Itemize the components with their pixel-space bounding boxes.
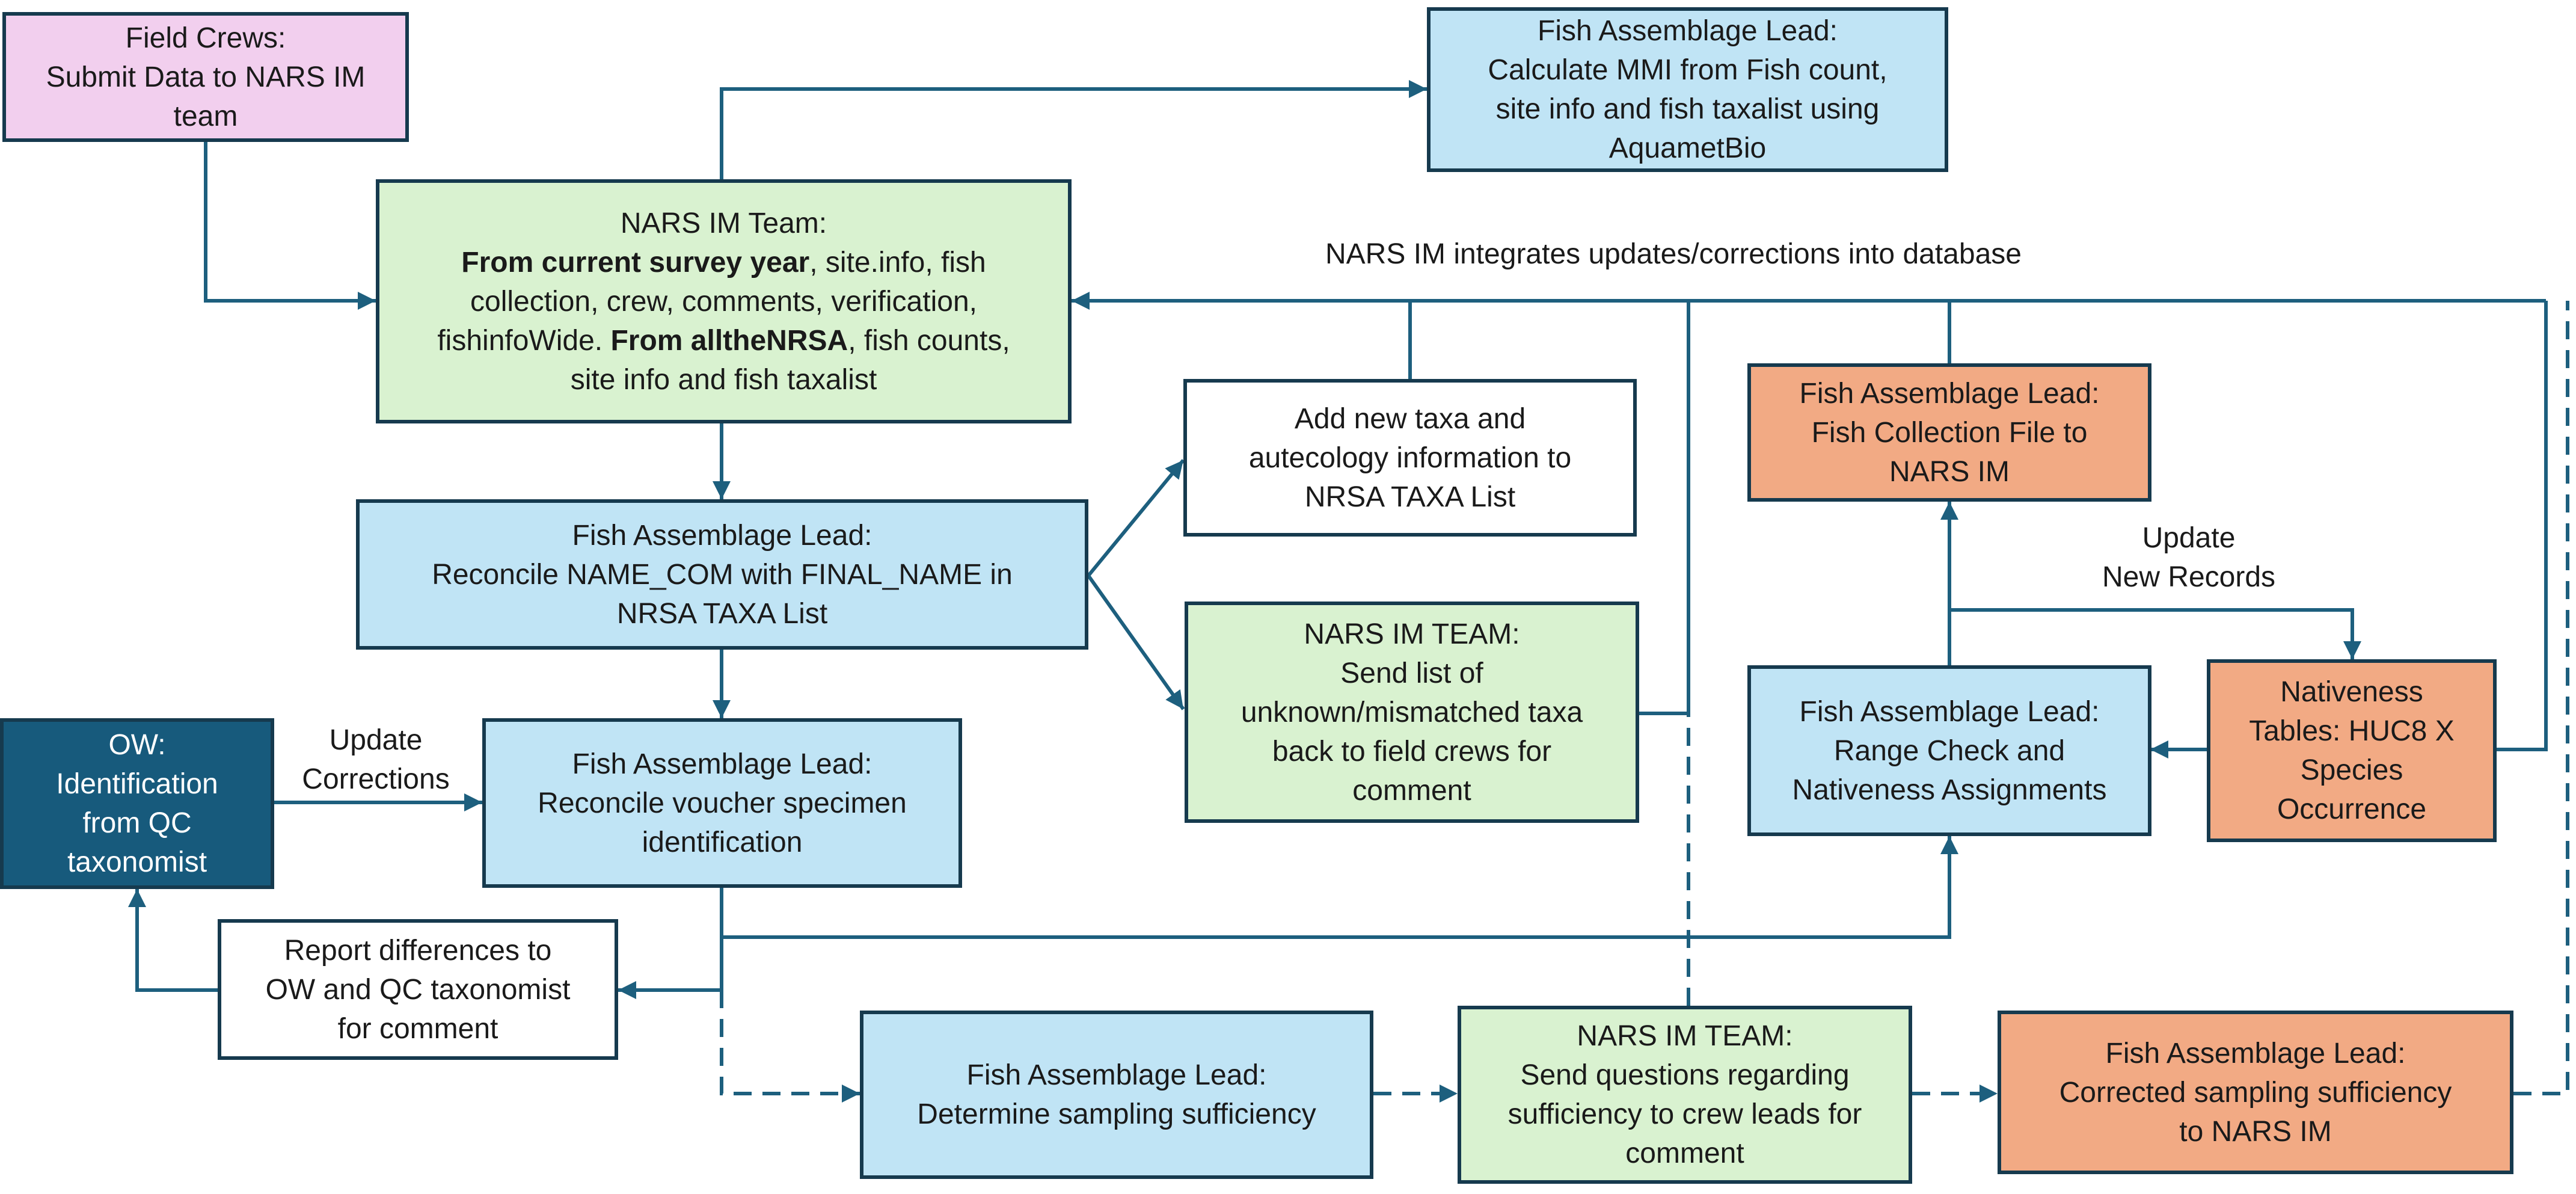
sufficiency-line-2: Determine sampling sufficiency [917, 1098, 1316, 1130]
report-line-3: for comment [337, 1012, 498, 1045]
integrates-label: NARS IM integrates updates/corrections i… [1325, 238, 2022, 270]
corrected-line-1: Fish Assemblage Lead: [2105, 1037, 2406, 1069]
reconcile-voucher-box: Fish Assemblage Lead: Reconcile voucher … [482, 718, 962, 888]
range-check-box: Fish Assemblage Lead: Range Check and Na… [1747, 665, 2151, 836]
im-team-bold-current-year: From current survey year [461, 246, 810, 278]
calc-mmi-line-4: AquametBio [1608, 132, 1767, 164]
connector-corrected-to-integrates-dashed [2513, 301, 2569, 1095]
nativeness-tables-box: Nativeness Tables: HUC8 X Species Occurr… [2207, 659, 2497, 842]
send-list-box: NARS IM TEAM: Send list of unknown/misma… [1185, 602, 1639, 823]
range-check-line-1: Fish Assemblage Lead: [1799, 695, 2100, 728]
im-team-line-3: collection, crew, comments, verification… [470, 285, 977, 318]
update-new-records-label: Update New Records [2081, 519, 2297, 597]
send-list-line-2: Send list of [1340, 657, 1483, 689]
collection-file-line-1: Fish Assemblage Lead: [1799, 377, 2100, 410]
send-questions-line-1: NARS IM TEAM: [1577, 1020, 1793, 1052]
sufficiency-line-1: Fish Assemblage Lead: [966, 1059, 1267, 1091]
connector-report-to-ow [128, 889, 218, 992]
reconcile-name-box: Fish Assemblage Lead: Reconcile NAME_COM… [356, 499, 1088, 650]
im-team-line-4-pre: fishinfoWide. [437, 324, 611, 357]
add-taxa-line-3: NRSA TAXA List [1304, 481, 1516, 513]
report-line-2: OW and QC taxonomist [265, 973, 571, 1006]
ow-identification-box: OW: Identification from QC taxonomist [0, 718, 274, 889]
field-crews-line-2: Submit Data to NARS IM [46, 61, 366, 93]
field-crews-line-1: Field Crews: [125, 22, 286, 54]
add-taxa-line-1: Add new taxa and [1294, 402, 1526, 435]
update-new-records-line-2: New Records [2102, 561, 2276, 593]
calc-mmi-line-1: Fish Assemblage Lead: [1538, 15, 1838, 47]
send-questions-box: NARS IM TEAM: Send questions regarding s… [1458, 1006, 1912, 1184]
calc-mmi-line-3: site info and fish taxalist using [1495, 93, 1880, 125]
range-check-line-3: Nativeness Assignments [1792, 774, 2107, 806]
nars-im-team-box: NARS IM Team: From current survey year, … [376, 179, 1072, 423]
connector-field-crews-to-im-team [204, 142, 376, 310]
nativeness-line-4: Occurrence [2277, 793, 2427, 825]
reconcile-name-line-1: Fish Assemblage Lead: [572, 519, 872, 552]
connector-nativeness-right [2497, 301, 2548, 751]
im-team-line-4-rest: , fish counts, [848, 324, 1010, 357]
sampling-sufficiency-box: Fish Assemblage Lead: Determine sampling… [860, 1011, 1373, 1179]
ow-line-2: Identification [56, 768, 218, 800]
ow-line-1: OW: [108, 729, 166, 761]
report-line-1: Report differences to [284, 934, 552, 967]
send-list-line-3: unknown/mismatched taxa [1240, 696, 1583, 728]
update-corrections-label: Update Corrections [283, 721, 469, 799]
im-team-line-2-rest: , site.info, fish [809, 246, 986, 278]
corrected-line-2: Corrected sampling sufficiency [2059, 1076, 2452, 1109]
corrected-sufficiency-box: Fish Assemblage Lead: Corrected sampling… [1998, 1011, 2513, 1174]
connector-voucher-to-sufficiency-dashed [720, 990, 860, 1103]
ow-line-4: taxonomist [67, 846, 207, 878]
collection-file-line-3: NARS IM [1889, 455, 2010, 488]
im-team-line-2: From current survey year, site.info, fis… [461, 243, 986, 282]
connector-voucher-to-range-check [720, 836, 1958, 939]
reconcile-voucher-line-1: Fish Assemblage Lead: [572, 748, 872, 780]
corrected-line-3: to NARS IM [2179, 1115, 2332, 1148]
connector-update-new-records [1949, 608, 2361, 659]
report-differences-box: Report differences to OW and QC taxonomi… [218, 919, 618, 1060]
send-list-line-5: comment [1352, 774, 1471, 807]
send-questions-line-4: comment [1625, 1137, 1744, 1169]
update-corrections-line-2: Corrections [302, 763, 450, 795]
connector-voucher-to-report [618, 937, 723, 999]
connector-reconcile-to-send-list [1087, 574, 1185, 710]
ow-line-3: from QC [82, 807, 192, 839]
field-crews-box: Field Crews: Submit Data to NARS IM team [2, 12, 409, 142]
nativeness-line-3: Species [2300, 754, 2403, 786]
calc-mmi-line-2: Calculate MMI from Fish count, [1488, 54, 1888, 86]
range-check-line-2: Range Check and [1833, 734, 2065, 767]
reconcile-name-line-2: Reconcile NAME_COM with FINAL_NAME in [432, 558, 1013, 591]
collection-file-box: Fish Assemblage Lead: Fish Collection Fi… [1747, 363, 2151, 502]
send-questions-line-2: Send questions regarding [1520, 1059, 1850, 1091]
nativeness-line-2: Tables: HUC8 X [2249, 715, 2455, 747]
send-list-line-1: NARS IM TEAM: [1304, 618, 1520, 650]
update-new-records-line-1: Update [2142, 522, 2236, 554]
reconcile-name-line-3: NRSA TAXA List [616, 597, 828, 630]
send-questions-line-3: sufficiency to crew leads for [1507, 1098, 1862, 1130]
im-team-line-1: NARS IM Team: [620, 207, 827, 239]
update-corrections-line-1: Update [329, 724, 423, 756]
reconcile-voucher-line-2: Reconcile voucher specimen [538, 787, 907, 819]
add-taxa-box: Add new taxa and autecology information … [1183, 379, 1637, 537]
calc-mmi-box: Fish Assemblage Lead: Calculate MMI from… [1427, 7, 1948, 172]
im-team-line-4: fishinfoWide. From alltheNRSA, fish coun… [437, 321, 1010, 360]
nativeness-line-1: Nativeness [2280, 676, 2423, 708]
send-list-line-4: back to field crews for [1272, 735, 1552, 768]
connector-send-list-to-integrates [1639, 301, 1690, 715]
reconcile-voucher-line-3: identification [642, 826, 803, 858]
add-taxa-line-2: autecology information to [1248, 442, 1572, 474]
im-team-bold-allthenrsa: From alltheNRSA [610, 324, 848, 357]
im-team-line-5: site info and fish taxalist [570, 363, 877, 396]
connector-reconcile-to-add-taxa [1087, 459, 1185, 577]
field-crews-line-3: team [173, 100, 238, 132]
collection-file-line-2: Fish Collection File to [1811, 416, 2088, 449]
connector-im-team-to-calc-mmi [720, 80, 1427, 179]
